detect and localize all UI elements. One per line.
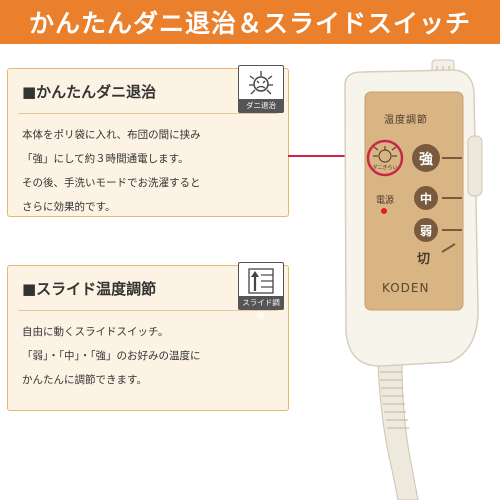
card-title: ■かんたんダニ退治 xyxy=(22,82,157,101)
low-button[interactable] xyxy=(414,218,438,242)
body-line: 「強」にして約３時間通電します。 xyxy=(22,153,189,165)
mite-badge: ダニ退治 xyxy=(238,65,284,113)
body-line: かんたんに調節できます。 xyxy=(22,374,147,386)
badge-label: スライド調節 xyxy=(239,296,283,320)
panel-title: 温度調節 xyxy=(384,115,428,126)
mite-icon xyxy=(249,71,273,95)
low-label[interactable]: 弱 xyxy=(419,224,432,238)
brand-logo: KODEN xyxy=(382,281,430,295)
mite-indicator-icon xyxy=(373,146,397,163)
card-body: 本体をポリ袋に入れ、布団の間に挟み 「強」にして約３時間通電します。 その後、手… xyxy=(22,123,276,219)
cord-ribs xyxy=(380,371,409,429)
body-line: さらに効果的です。 xyxy=(22,201,116,213)
high-button[interactable] xyxy=(412,144,440,172)
card-title: ■スライド温度調節 xyxy=(22,279,157,298)
slide-control-card: ■スライド温度調節 スライド調節 自由に動くスライドスイッチ。 「弱」・「中」・… xyxy=(7,262,289,411)
off-label: 切 xyxy=(417,252,431,267)
mite-removal-card: ■かんたんダニ退治 ダニ退治 本体をポリ袋に入れ、布団の間に挟み 「強」にして約… xyxy=(7,65,289,219)
medium-label[interactable]: 中 xyxy=(419,192,432,206)
card-divider xyxy=(18,310,278,311)
mite-label: ダニきらい xyxy=(372,165,398,171)
slide-badge: スライド調節 xyxy=(238,262,284,320)
medium-button[interactable] xyxy=(414,186,438,210)
body-line: 「弱」・「中」・「強」のお好みの温度に xyxy=(22,350,201,362)
position-marker xyxy=(441,243,456,253)
power-led xyxy=(381,208,387,214)
header-banner: かんたんダニ退治＆スライドスイッチ xyxy=(0,0,500,44)
slide-switch-icon xyxy=(248,268,274,294)
card-header: ■スライド温度調節 xyxy=(8,266,288,310)
card-divider xyxy=(18,113,278,114)
power-cord xyxy=(377,361,419,500)
slide-knob[interactable] xyxy=(467,135,483,197)
high-label[interactable]: 強 xyxy=(419,152,433,168)
body-line: 本体をポリ袋に入れ、布団の間に挟み xyxy=(22,129,201,141)
card-body: 自由に動くスライドスイッチ。 「弱」・「中」・「強」のお好みの温度に かんたんに… xyxy=(22,320,276,392)
card-header: ■かんたんダニ退治 xyxy=(8,69,288,113)
power-label: 電源 xyxy=(376,196,395,206)
callout-connector-line xyxy=(288,155,374,157)
badge-label: ダニ退治 xyxy=(239,99,283,112)
header-title: かんたんダニ退治＆スライドスイッチ xyxy=(28,9,471,38)
body-line: 自由に動くスライドスイッチ。 xyxy=(22,326,169,338)
body-line: その後、手洗いモードでお洗濯すると xyxy=(22,177,201,189)
